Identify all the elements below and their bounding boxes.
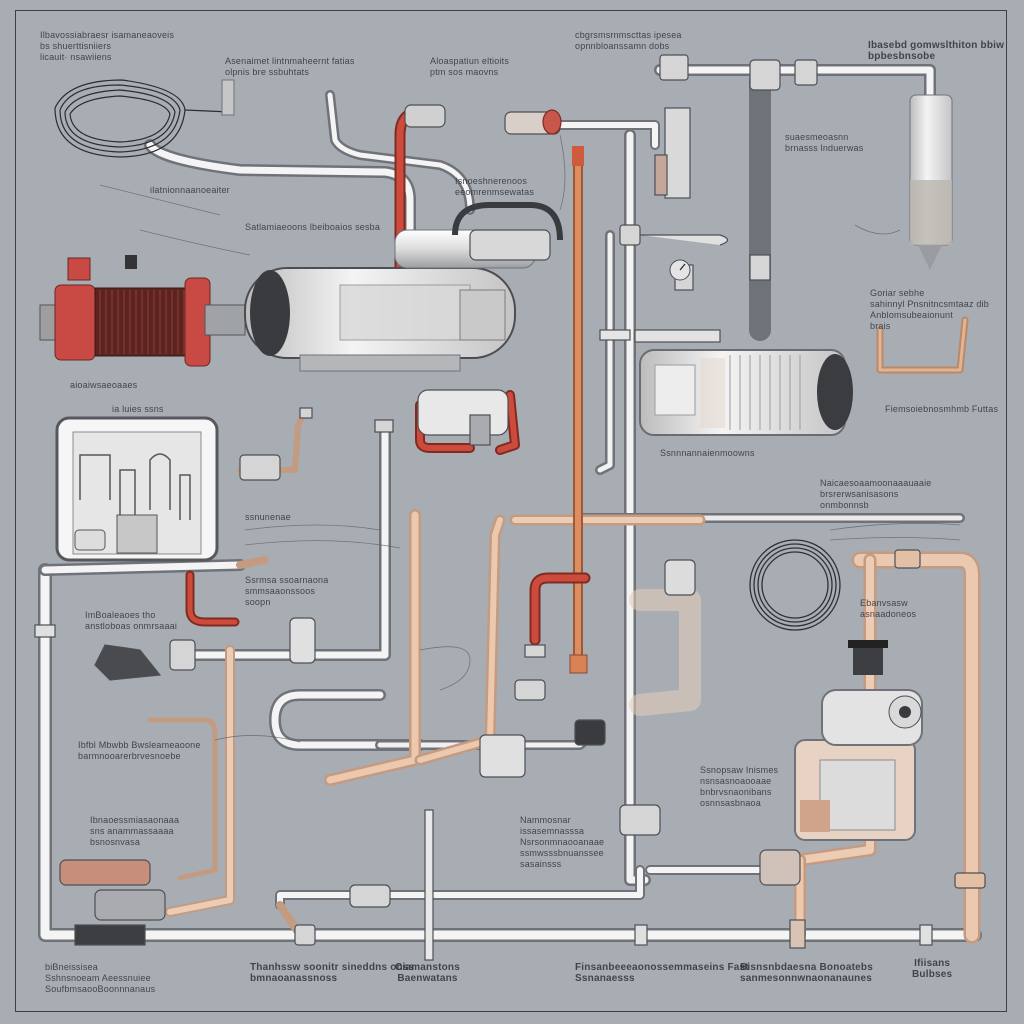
label-top-center-b: Aloaspatiun eltioits ptm sos maovns	[430, 56, 510, 77]
control-panel-icon	[55, 416, 219, 562]
label-bottom-2: Ciamanstons Baenwatans	[395, 962, 460, 984]
diagram-frame	[15, 10, 1007, 1012]
wire-lines	[99, 134, 961, 743]
label-top-left: Ilbavossiabraesr isamaneaoveis bs shuert…	[40, 30, 175, 62]
label-bottom-1: Thanhssw soonitr sineddns onss bmnaoanas…	[250, 962, 415, 984]
label-mid-center: Isnoeshnerenoos eeomrenmsewatas	[455, 176, 535, 197]
coil-icon	[749, 539, 841, 631]
valve-icon	[221, 79, 235, 116]
label-upper-right-note: suaesmeoasnn brnasss lnduerwas	[785, 132, 864, 153]
label-left-mid-b: ImBoaleaoes tho anstloboas onmrsaaai	[85, 610, 178, 631]
label-bottom-3: Finsanbeeeaonossemmaseins Fast Ssnanaess…	[575, 962, 749, 984]
coil-icon	[54, 79, 231, 158]
label-right-a: Goriar sebhe sahinnyl Pnsnitncsmtaaz dib…	[870, 288, 989, 331]
label-center-small: Ssnnnannaienmoowns	[660, 448, 755, 458]
label-left-small-b: ia luies ssns	[112, 404, 164, 414]
label-right-lower-a: Ssnopsaw Inismes nsnsasnoaooaae bnbrvsna…	[700, 765, 779, 808]
label-center-lower-a: Nammosnar issasemnasssa Nsrsonmnaooanaae…	[520, 815, 605, 869]
filter-icon	[639, 349, 853, 436]
label-mid-left-b: Satlamiaeoons lbeiboaios sesba	[245, 222, 381, 232]
label-bottom-4: Bisnsnbdaesna Bonoatebs sanmesonnwnaonan…	[740, 962, 873, 984]
gauge-icon	[669, 259, 691, 281]
label-top-center-a: Asenaimet lintnmaheernt fatias olpnis br…	[225, 56, 355, 77]
cylinder-icon	[909, 94, 953, 270]
motor-icon	[39, 255, 246, 367]
label-bottom-5: Ifiisans Bulbses	[912, 958, 953, 980]
label-top-right: Ibasebd gomwslthiton bbiw bpbesbnsobe	[868, 40, 1005, 62]
label-right-b: Fiemsoiebnosmhmb Futtas	[885, 404, 999, 414]
label-left-bottom-a: Ibnaoessmiasaonaaa sns anammassaaaa bsno…	[90, 815, 180, 847]
label-left-lower-a: Ibfbl Mbwbb Bwsleameaoone barmnooarerbrv…	[78, 740, 201, 761]
label-bottom-left: biBneissisea Sshnsnoeam Aeessnuiee Soufb…	[45, 962, 156, 994]
label-top-center-c: cbgrsmsrnmscttas ipesea opnnbloanssamn d…	[575, 30, 682, 51]
label-mid-left-a: ilatnionnaanoeaiter	[150, 185, 230, 195]
pump-icon	[794, 640, 923, 841]
label-mid-right-a: Naicaesoaamoonaaauaaie brsrerwsanisasons…	[820, 478, 932, 510]
label-right-mid-a: Ebanvsasw asnaadoneos	[860, 598, 917, 619]
red-pipe-network	[185, 106, 591, 646]
label-left-mid-a: ssnunenae	[245, 512, 291, 522]
orange-pipe	[569, 146, 588, 674]
label-left-small-a: aioaiwsaeoaaes	[70, 380, 138, 390]
label-center-mid-a: Ssrmsa ssoarnaona smmsaaonssoos soopn	[245, 575, 329, 607]
